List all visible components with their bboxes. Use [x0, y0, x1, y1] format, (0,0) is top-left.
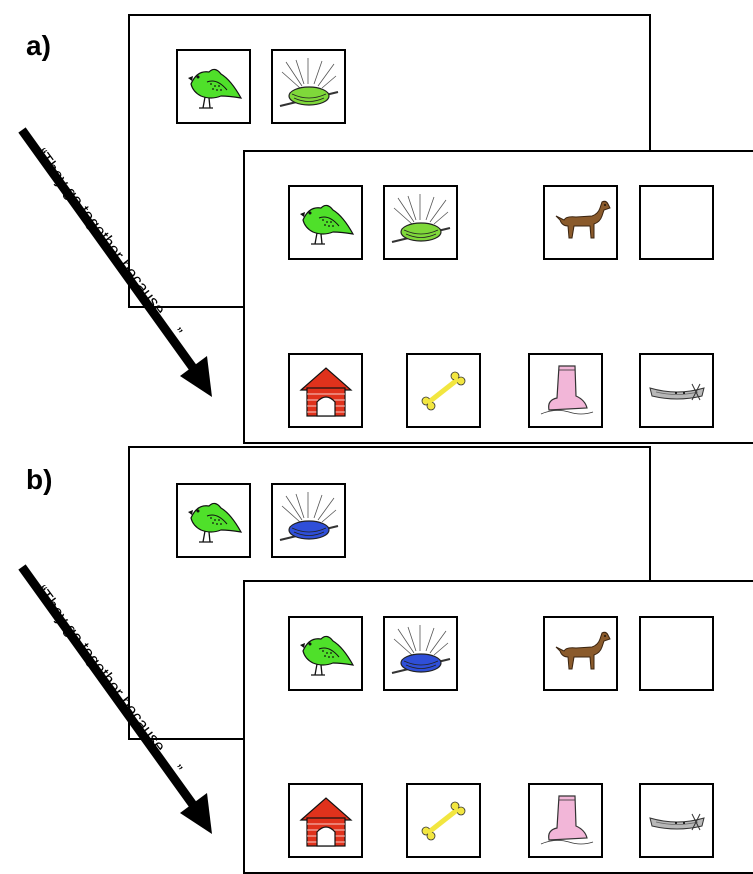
canoe-choice[interactable]: [639, 783, 714, 858]
nest-card: [271, 49, 346, 124]
time-arrow: “They go together because …”: [0, 110, 230, 400]
bird-card: [288, 616, 363, 691]
boot-choice[interactable]: [528, 353, 603, 428]
canoe-icon: [649, 383, 704, 400]
test-screen: [243, 580, 753, 874]
boot-choice[interactable]: [528, 783, 603, 858]
bird-icon: [298, 635, 354, 676]
bone-choice[interactable]: [406, 783, 481, 858]
bone-icon: [413, 790, 475, 852]
dog-card: [543, 616, 618, 691]
panel-a: a) “They go together because …”: [0, 0, 753, 444]
doghouse-icon: [299, 366, 352, 417]
empty-card[interactable]: [639, 616, 714, 691]
dog-card: [543, 185, 618, 260]
doghouse-icon: [299, 796, 352, 847]
nest-icon: [390, 623, 451, 674]
nest-card: [383, 185, 458, 260]
bone-choice[interactable]: [406, 353, 481, 428]
dog-icon: [555, 200, 610, 238]
nest-icon: [390, 192, 451, 243]
bird-icon: [186, 68, 242, 109]
canoe-icon: [649, 813, 704, 830]
panel-label: b): [26, 464, 53, 495]
canoe-choice[interactable]: [639, 353, 714, 428]
bird-card: [176, 483, 251, 558]
panel-b: b) “They go together because …”: [0, 434, 753, 874]
panel-label: a): [26, 30, 51, 61]
doghouse-choice[interactable]: [288, 783, 363, 858]
nest-card: [271, 483, 346, 558]
caption-text: “They go together because …”: [32, 582, 186, 778]
nest-card: [383, 616, 458, 691]
boot-icon: [539, 364, 594, 415]
doghouse-choice[interactable]: [288, 353, 363, 428]
bird-icon: [186, 502, 242, 543]
bird-card: [176, 49, 251, 124]
dog-icon: [555, 631, 610, 669]
bone-icon: [413, 360, 475, 422]
empty-card[interactable]: [639, 185, 714, 260]
test-screen: [243, 150, 753, 444]
bird-icon: [298, 204, 354, 245]
nest-icon: [278, 490, 339, 541]
caption-text: “They go together because …”: [32, 145, 186, 341]
nest-icon: [278, 56, 339, 107]
boot-icon: [539, 794, 594, 845]
time-arrow: “They go together because …”: [0, 559, 230, 849]
bird-card: [288, 185, 363, 260]
